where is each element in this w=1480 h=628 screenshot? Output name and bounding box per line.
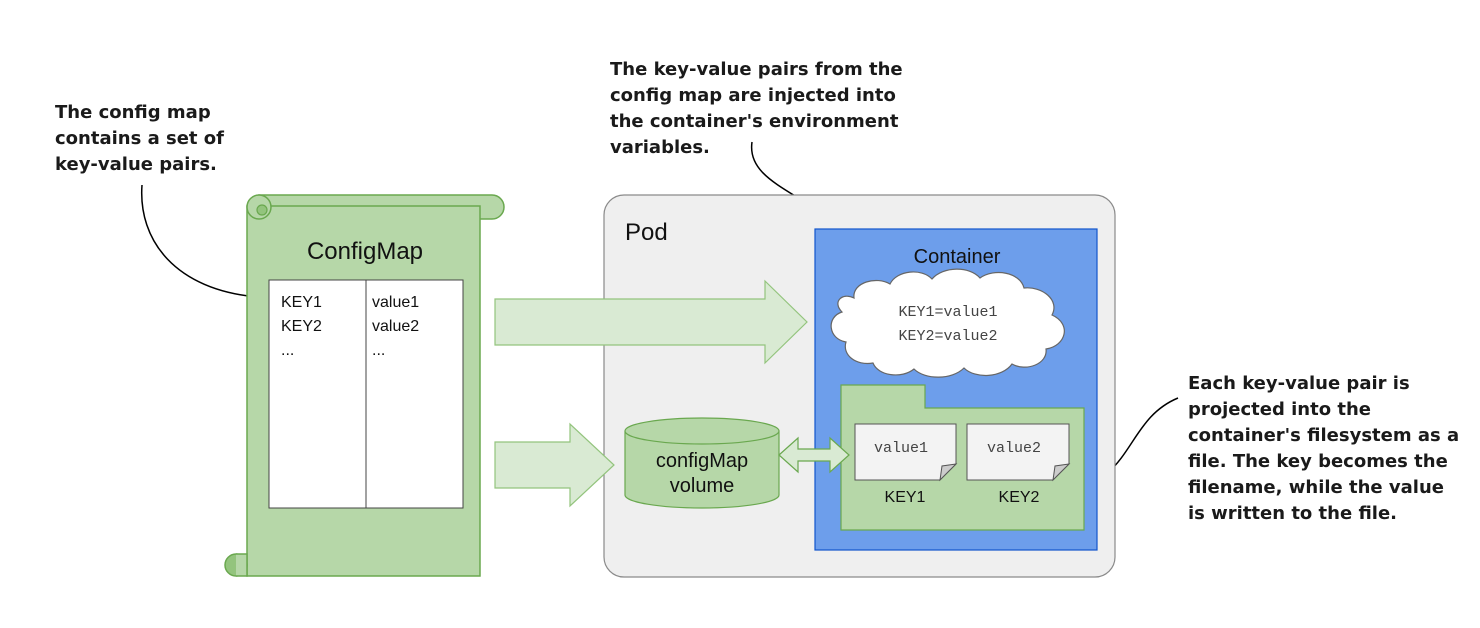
- file-note: Each key-value pair is projected into th…: [1188, 373, 1459, 524]
- env-vars-cloud-shape: [830, 268, 1065, 378]
- configmap-value-2: value2: [372, 318, 419, 335]
- folder-shape: [840, 384, 1085, 531]
- file-key1-content: value1: [874, 440, 928, 457]
- configmap-value-1: value1: [372, 294, 419, 311]
- file-key2-fold: [1052, 463, 1071, 482]
- volume-label-line-1: configMap: [656, 450, 748, 472]
- file-note-line-6: is written to the file.: [1188, 503, 1397, 524]
- scroll-top-curl-inner: [256, 204, 268, 216]
- env-var-1: KEY1=value1: [898, 304, 997, 321]
- config-map-note: The config map contains a set of key-val…: [55, 102, 224, 175]
- file-key1-fold: [939, 463, 958, 482]
- file-key2-content: value2: [987, 440, 1041, 457]
- volume-cylinder-body: [624, 431, 780, 509]
- configmap-volume: configMap volume: [624, 417, 780, 509]
- volume-folder-double-arrow: [778, 436, 850, 474]
- file-note-line-4: file. The key becomes the: [1188, 451, 1448, 472]
- config-map-note-arrow: [140, 184, 261, 302]
- env-vars-cloud: KEY1=value1 KEY2=value2: [830, 268, 1065, 378]
- configmap-value-3: ...: [372, 342, 385, 359]
- env-note-line-4: variables.: [610, 137, 710, 158]
- configmap-title: ConfigMap: [307, 238, 423, 265]
- env-note-line-2: config map are injected into: [610, 85, 896, 106]
- volume-cylinder-top: [624, 417, 780, 445]
- env-injection-arrow: [494, 279, 808, 365]
- configmap-scroll: ConfigMap KEY1 KEY2 ... value1 value2 ..…: [224, 194, 505, 577]
- configmap-key-2: KEY2: [281, 318, 322, 335]
- container-label: Container: [914, 246, 1001, 268]
- volume-mount-arrow: [494, 422, 615, 508]
- file-note-line-2: projected into the: [1188, 399, 1371, 420]
- pod-label: Pod: [625, 219, 668, 246]
- configmap-key-1: KEY1: [281, 294, 322, 311]
- scroll-bottom-roll: [236, 553, 248, 577]
- env-note-line-3: the container's environment: [610, 111, 899, 132]
- config-map-note-line-2: contains a set of: [55, 128, 224, 149]
- env-note-line-1: The key-value pairs from the: [610, 59, 903, 80]
- config-map-note-line-1: The config map: [55, 102, 211, 123]
- env-note: The key-value pairs from the config map …: [610, 59, 903, 158]
- env-var-2: KEY2=value2: [898, 328, 997, 345]
- configmap-key-3: ...: [281, 342, 294, 359]
- file-note-line-5: filename, while the value: [1188, 477, 1444, 498]
- file-key2-name: KEY2: [999, 489, 1040, 506]
- file-note-line-3: container's filesystem as a: [1188, 425, 1459, 446]
- file-note-line-1: Each key-value pair is: [1188, 373, 1410, 394]
- container-filesystem-folder: value1 KEY1 value2 KEY2: [840, 384, 1085, 531]
- config-map-note-line-3: key-value pairs.: [55, 154, 217, 175]
- file-key1-name: KEY1: [885, 489, 926, 506]
- volume-label-line-2: volume: [670, 475, 734, 497]
